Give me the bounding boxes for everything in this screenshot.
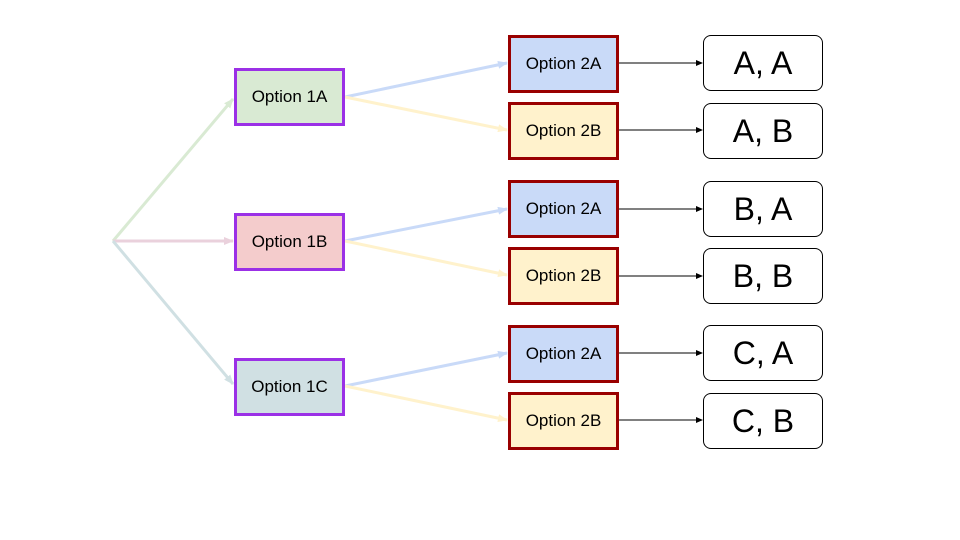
result-b-a: B, A: [703, 181, 823, 237]
edge-root-1a: [111, 98, 235, 242]
node-option-1b: Option 1B: [234, 213, 345, 271]
result-c-b: C, B: [703, 393, 823, 449]
node-1a-option-2a: Option 2A: [508, 35, 619, 93]
node-1b-option-2b: Option 2B: [508, 247, 619, 305]
node-1b-option-2a: Option 2A: [508, 180, 619, 238]
node-1c-option-2a: Option 2A: [508, 325, 619, 383]
edge-1c-2a: [344, 350, 508, 388]
edge-root-1c: [111, 240, 235, 385]
result-a-b: A, B: [703, 103, 823, 159]
result-b-b: B, B: [703, 248, 823, 304]
edge-1b-2a: [344, 206, 508, 243]
result-c-a: C, A: [703, 325, 823, 381]
edge-1a-2a: [344, 60, 508, 99]
result-a-a: A, A: [703, 35, 823, 91]
node-1c-option-2b: Option 2B: [508, 392, 619, 450]
node-1a-option-2b: Option 2B: [508, 102, 619, 160]
edge-1a-2b: [344, 95, 508, 133]
node-option-1a: Option 1A: [234, 68, 345, 126]
edge-1b-2b: [344, 239, 508, 278]
node-option-1c: Option 1C: [234, 358, 345, 416]
edge-1c-2b: [344, 384, 508, 423]
